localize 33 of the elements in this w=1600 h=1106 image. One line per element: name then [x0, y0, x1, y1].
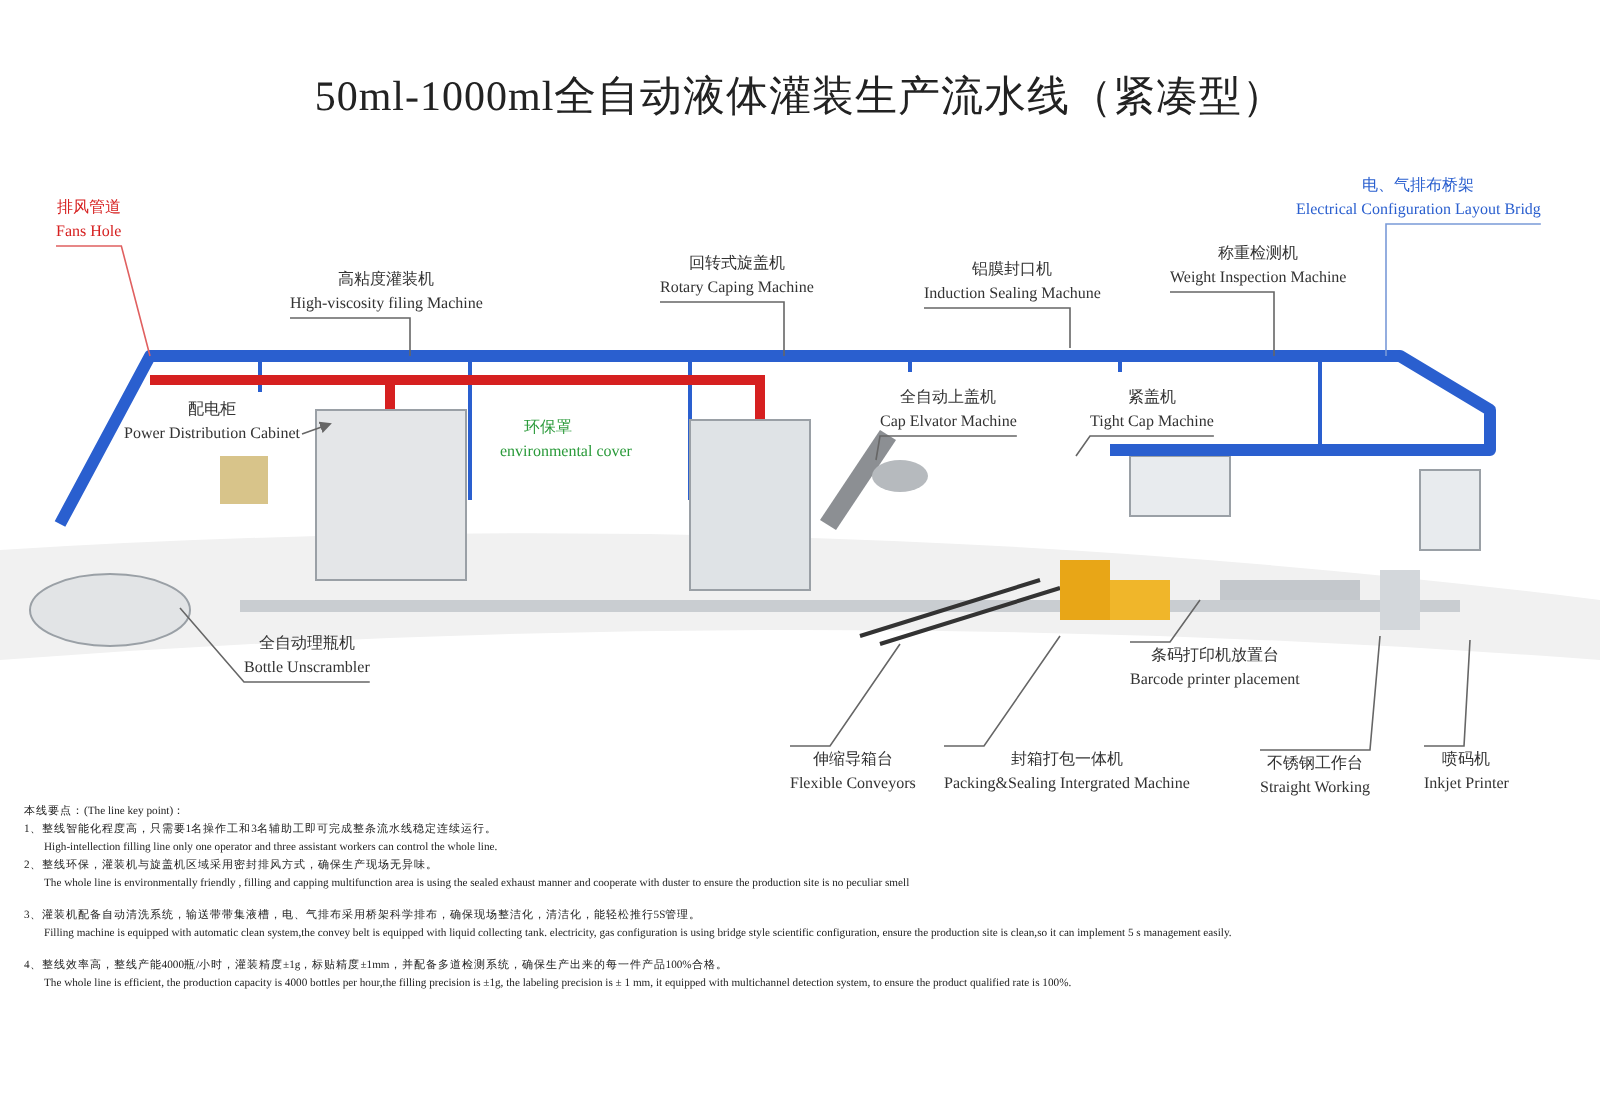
callout-label: 电、气排布桥架 Electrical Configuration Layout Bridg: [1296, 174, 1541, 222]
leader-line: [301, 421, 332, 435]
callout-label: 全自动理瓶机 Bottle Unscrambler: [244, 632, 370, 680]
leader-line: [659, 301, 785, 357]
annotation-text: 环保罩: [524, 416, 572, 440]
callout-label: 喷码机 Inkjet Printer: [1424, 748, 1509, 796]
callout-label: 不锈钢工作台 Straight Working: [1260, 752, 1370, 800]
leader-line: [943, 635, 1061, 747]
callout-label: 条码打印机放置台 Barcode printer placement: [1130, 644, 1300, 692]
leader-line: [1259, 635, 1381, 751]
leader-line: [1423, 639, 1471, 747]
callout-label: 排风管道 Fans Hole: [56, 196, 122, 244]
callout-label: 配电柜 Power Distribution Cabinet: [124, 398, 300, 446]
leader-line: [179, 607, 371, 683]
callout-label: 紧盖机 Tight Cap Machine: [1090, 386, 1214, 434]
callout-label: 封箱打包一体机 Packing&Sealing Intergrated Machine: [944, 748, 1190, 796]
leader-line: [289, 317, 411, 357]
leader-line: [1385, 223, 1542, 357]
leader-line: [55, 245, 151, 357]
callout-label: 全自动上盖机 Cap Elvator Machine: [880, 386, 1017, 434]
annotation-text: environmental cover: [500, 440, 632, 464]
title: 50ml-1000ml全自动液体灌装生产流水线（紧凑型）: [312, 70, 1288, 124]
callout-label: 高粘度灌装机 High-viscosity filing Machine: [290, 268, 483, 316]
leader-line: [875, 435, 1018, 461]
leader-line: [1169, 291, 1275, 357]
callout-label: 称重检测机 Weight Inspection Machine: [1170, 242, 1347, 290]
leader-line: [1129, 599, 1201, 643]
callout-label: 伸缩导箱台 Flexible Conveyors: [790, 748, 916, 796]
leader-line: [923, 307, 1071, 349]
callout-label: 回转式旋盖机 Rotary Caping Machine: [660, 252, 814, 300]
leader-line: [789, 643, 901, 747]
callout-label: 铝膜封口机 Induction Sealing Machune: [924, 258, 1101, 306]
leader-line: [1075, 435, 1215, 457]
